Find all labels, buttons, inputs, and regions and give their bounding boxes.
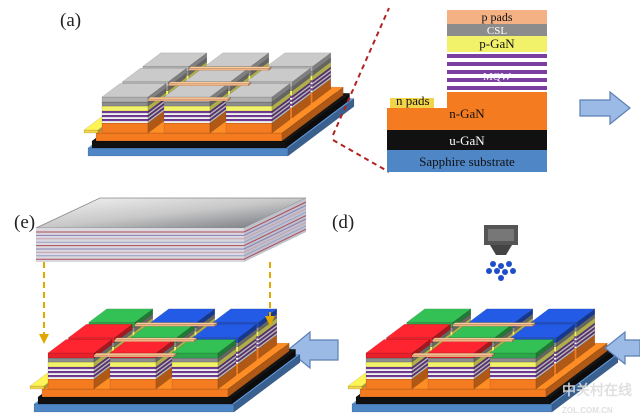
csl-layer — [447, 24, 547, 36]
p-pad-bar-row2 — [134, 322, 218, 327]
p-pad-bar-row1 — [431, 337, 516, 343]
n-pads-layer — [390, 98, 434, 108]
lid-stripe-side — [243, 215, 307, 247]
lid — [35, 197, 307, 262]
p-pad-bar-row2 — [188, 66, 272, 71]
print-head — [484, 225, 518, 281]
lid-stripe-side — [243, 221, 307, 253]
lid-stripe-side — [243, 201, 307, 233]
array-d — [347, 308, 619, 413]
led-pixel-r0c2 — [171, 339, 237, 390]
p-pad-bar-row2 — [452, 322, 536, 327]
layer-stack: Sapphire substrate u-GaN n-GaN n pads MQ… — [387, 10, 547, 172]
mqw-layer — [447, 52, 547, 92]
csl-label: CSL — [487, 25, 507, 37]
p-pad-bar-row0 — [93, 352, 177, 358]
led-pixel-r0c2 — [225, 83, 291, 134]
led-pixel-r0c0 — [365, 339, 431, 390]
lid-stripe-side — [243, 204, 307, 236]
lid-stripe-side — [243, 218, 307, 250]
p-pad-bar-row1 — [113, 337, 198, 343]
arrow-left-d-in — [604, 330, 640, 366]
n-gan-label: n-GaN — [449, 106, 485, 121]
u-gan-label: u-GaN — [449, 133, 485, 148]
p-gan-layer — [447, 36, 547, 52]
zoom-line-top — [332, 7, 390, 136]
led-pixel-r0c1 — [427, 339, 493, 390]
p-pad-bar-row1 — [167, 81, 252, 87]
p-gan-label: p-GaN — [479, 36, 515, 51]
panel-label-d: (d) — [332, 212, 355, 233]
lid-stripe-side — [243, 208, 307, 240]
substrate-layer — [387, 150, 547, 172]
lid-stripe-side — [243, 228, 307, 260]
led-pixel-r0c1 — [109, 339, 175, 390]
arrow-right-top — [579, 90, 631, 126]
zoom-line-bottom — [332, 139, 390, 173]
n-gan-layer — [447, 92, 547, 130]
n-pads-label: n pads — [396, 93, 430, 108]
p-pad-bar-row0 — [147, 96, 231, 102]
led-pixel-r0c0 — [101, 83, 167, 134]
panel-label-a: (a) — [60, 10, 82, 31]
substrate-label: Sapphire substrate — [419, 154, 515, 169]
p-pads-label: p pads — [482, 10, 513, 24]
lid-stripe-side — [243, 225, 307, 257]
array-a — [83, 52, 355, 157]
array-e — [29, 308, 301, 413]
led-pixel-r0c0 — [47, 339, 113, 390]
u-gan-layer — [387, 130, 547, 150]
lid-stripe-side — [243, 211, 307, 243]
led-pixel-r0c2 — [489, 339, 555, 390]
mqw-label: MQW — [483, 71, 512, 83]
led-pixel-r0c1 — [163, 83, 229, 134]
p-pad-bar-row0 — [411, 352, 495, 358]
lid-stripes — [36, 201, 307, 260]
p-pads-layer — [447, 10, 547, 24]
panel-label-e: (e) — [14, 212, 36, 233]
